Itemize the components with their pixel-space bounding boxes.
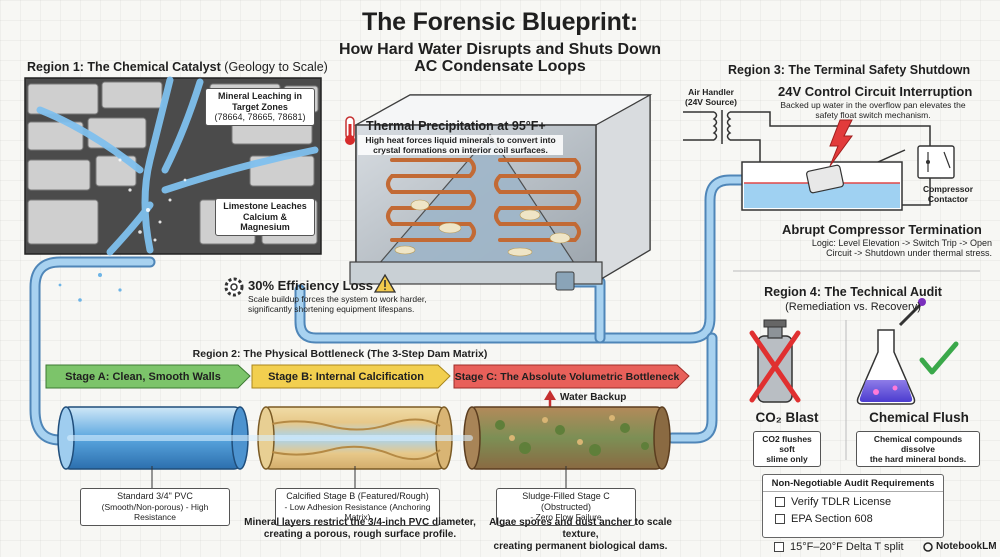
control-circuit-wiring	[683, 110, 931, 206]
thermal-title: Thermal Precipitation at 95°F+	[366, 119, 546, 133]
control-circuit-text: Backed up water in the overflow pan elev…	[780, 100, 966, 120]
audit-item: 15°F–20°F Delta T split	[774, 539, 944, 555]
termination-title: Abrupt Compressor Termination	[782, 222, 982, 237]
warning-icon	[373, 273, 397, 293]
stage-arrows	[45, 364, 690, 389]
pipe-a-callout: Standard 3/4" PVC (Smooth/Non-porous) - …	[80, 488, 230, 526]
page-title: The Forensic Blueprint:	[362, 8, 638, 36]
caption-stage-c: Algae spores and dust ancher to scale te…	[478, 517, 683, 553]
audit-item-label: Verify TDLR License	[791, 495, 892, 508]
caption-b-line1: Mineral layers restrict the 3/4-inch PVC…	[244, 517, 476, 528]
audit-item: Verify TDLR License	[775, 493, 943, 510]
audit-title: Non-Negotiable Audit Requirements	[763, 478, 943, 492]
air-handler-line1: Air Handler	[688, 87, 734, 97]
region2-label: Region 2: The Physical Bottleneck (The 3…	[192, 348, 488, 360]
audit-item-label: EPA Section 608	[791, 512, 873, 525]
page-subtitle-line2: AC Condensate Loops	[414, 58, 586, 75]
pipe-c-sub: - Zero Flow Failure	[530, 512, 602, 522]
pipe-stage-c	[463, 406, 671, 470]
water-backup-label: Water Backup	[560, 392, 627, 403]
page-subtitle-line1: How Hard Water Disrupts and Shuts Down	[338, 41, 662, 58]
flush-text-line2: the hard mineral bonds.	[869, 454, 967, 464]
caption-c-line1: Algae spores and dust ancher to scale te…	[489, 517, 672, 540]
region1-label: Region 1: The Chemical Catalyst	[27, 60, 221, 74]
pipe-c-title: Sludge-Filled Stage C (Obstructed)	[522, 491, 610, 512]
checkbox-icon	[775, 513, 785, 524]
lightning-bolt-icon	[829, 119, 853, 167]
gear-icon	[224, 277, 244, 297]
checkmark-icon	[919, 341, 959, 375]
compressor-contactor-icon	[917, 145, 955, 179]
pipe-c-callout: Sludge-Filled Stage C (Obstructed) - Zer…	[496, 488, 636, 526]
stage-a-label: Stage A: Clean, Smooth Walls	[65, 370, 221, 383]
air-handler-line2: (24V Source)	[685, 97, 737, 107]
overflow-pan	[741, 161, 903, 211]
notebooklm-brand: NotebookLM	[936, 541, 997, 552]
region3-label: Region 3: The Terminal Safety Shutdown	[728, 63, 971, 77]
termination-text: Logic: Level Elevation -> Switch Trip ->…	[782, 238, 992, 258]
caption-c-line2: creating permanent biological dams.	[493, 541, 668, 552]
control-circuit-title: 24V Control Circuit Interruption	[778, 84, 973, 99]
co2-text-line1: CO2 flushes soft	[762, 434, 812, 454]
region1-heading: Region 1: The Chemical Catalyst (Geology…	[27, 60, 328, 74]
audit-item: EPA Section 608	[775, 510, 943, 527]
co2-text-line2: slime only	[766, 454, 808, 464]
limestone-callout: Limestone Leaches Calcium & Magnesium	[215, 198, 315, 236]
flush-text-line1: Chemical compounds dissolve	[873, 434, 963, 454]
chemical-flush-title: Chemical Flush	[869, 410, 969, 425]
chemical-flush-card: Chemical compounds dissolve the hard min…	[856, 431, 980, 467]
mineral-leaching-zips: (78664, 78665, 78681)	[214, 112, 306, 122]
caption-stage-b: Mineral layers restrict the 3/4-inch PVC…	[240, 517, 480, 541]
checkbox-icon	[775, 496, 785, 507]
audit-item-label: 15°F–20°F Delta T split	[790, 541, 904, 553]
compressor-contactor-label: Compressor Contactor	[916, 184, 980, 204]
audit-requirements-box: Non-Negotiable Audit Requirements Verify…	[762, 474, 944, 538]
termination-line1: Logic: Level Elevation -> Switch Trip ->…	[811, 238, 992, 248]
pipe-label-leaders	[151, 466, 567, 488]
region4-label: Region 4: The Technical Audit	[764, 285, 942, 299]
thermal-text: High heat forces liquid minerals to conv…	[358, 135, 563, 155]
checkbox-icon	[774, 542, 784, 552]
notebooklm-logo-icon	[923, 542, 933, 552]
thermometer-icon	[345, 116, 355, 145]
pipe-a-title: Standard 3/4" PVC	[117, 491, 193, 501]
termination-line2: Circuit -> Shutdown under thermal stress…	[826, 248, 992, 258]
pipe-a-sub: (Smooth/Non-porous) - High Resistance	[101, 501, 209, 523]
region4-paren: (Remediation vs. Recovery)	[785, 301, 921, 313]
stage-c-label: Stage C: The Absolute Volumetric Bottlen…	[454, 370, 680, 383]
co2-blast-title: CO₂ Blast	[755, 410, 819, 425]
air-handler-label: Air Handler (24V Source)	[680, 87, 742, 107]
stage-b-label: Stage B: Internal Calcification	[268, 370, 424, 383]
pipe-b-title: Calcified Stage B (Featured/Rough)	[286, 491, 429, 501]
limestone-line2: Calcium & Magnesium	[240, 211, 290, 233]
caption-b-line2: creating a porous, rough surface profile…	[263, 529, 457, 540]
efficiency-text: Scale buildup forces the system to work …	[248, 294, 427, 314]
contactor-line1: Compressor	[922, 184, 974, 194]
pipe-b-callout: Calcified Stage B (Featured/Rough) - Low…	[275, 488, 440, 526]
chemical-flask-icon	[856, 298, 926, 405]
mineral-leaching-title: Mineral Leaching in Target Zones	[217, 91, 302, 112]
region1-paren: (Geology to Scale)	[224, 60, 328, 74]
efficiency-title: 30% Efficiency Loss	[248, 278, 373, 293]
mineral-leaching-callout: Mineral Leaching in Target Zones (78664,…	[205, 88, 315, 126]
pipe-b-sub: - Low Adhesion Resistance (Anchoring Mat…	[284, 501, 431, 523]
co2-blast-card: CO2 flushes soft slime only	[753, 431, 821, 467]
contactor-line2: Contactor	[927, 194, 969, 204]
limestone-line1: Limestone Leaches	[223, 201, 307, 211]
co2-canister-icon	[749, 319, 801, 403]
